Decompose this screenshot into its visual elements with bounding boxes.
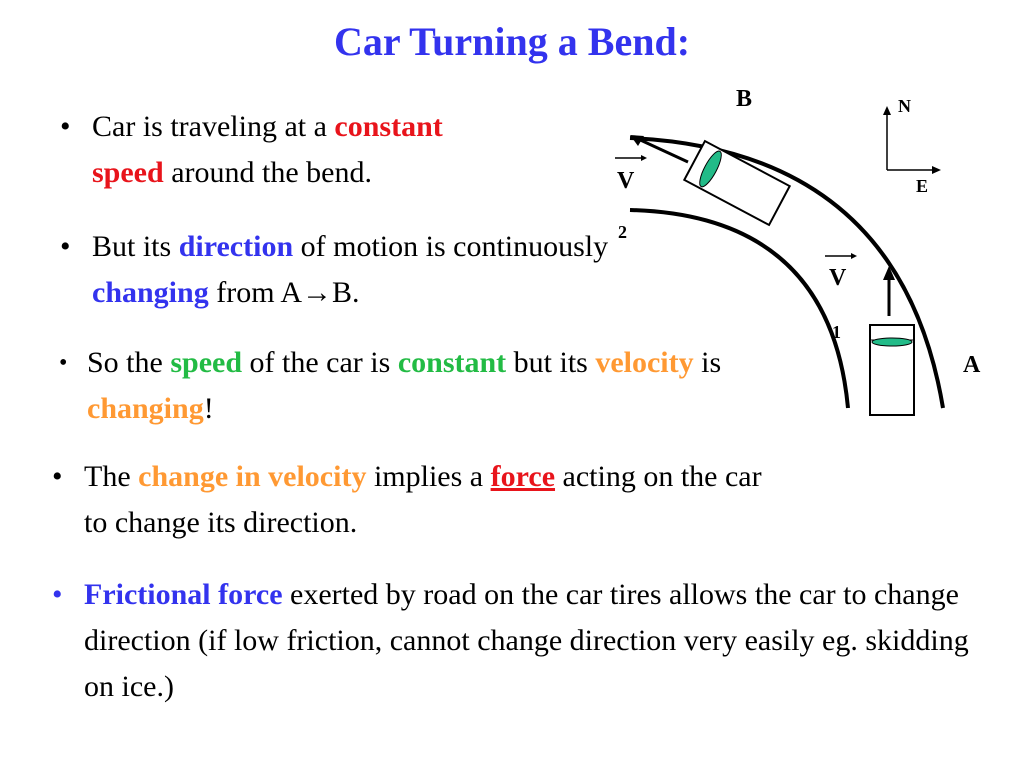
arrowhead [630, 135, 644, 146]
text: The [84, 460, 139, 493]
text: So the [87, 346, 171, 379]
highlight-constant: constant [397, 346, 507, 379]
text: implies a [366, 460, 491, 493]
v2-subscript: 2 [618, 222, 627, 242]
text: from A→B. [208, 276, 360, 309]
arrowhead [641, 155, 647, 161]
v2-label: V [617, 168, 635, 194]
bullet-constant-speed: • Car is traveling at a constant speed a… [60, 104, 612, 196]
car-windshield [699, 150, 722, 188]
text: of motion is continuously [293, 230, 609, 263]
highlight-speed: speed [170, 346, 243, 379]
text: is [693, 346, 722, 379]
compass-e-label: E [916, 176, 929, 196]
text: but its [506, 346, 596, 379]
point-a-label: A [963, 352, 981, 378]
text: But its [92, 230, 179, 263]
bullet-change-in-velocity: • The change in velocity implies a force… [52, 454, 784, 546]
bullet-dot: • [60, 110, 71, 143]
bullet-dot: • [60, 230, 71, 263]
bullet-frictional-force: • Frictional force exerted by road on th… [52, 572, 984, 710]
arrowhead [883, 106, 891, 115]
v1-label: V [829, 265, 847, 291]
car-at-b [682, 139, 792, 227]
text: exerted by road on the car tires allows … [84, 578, 969, 703]
car-windshield [871, 337, 913, 347]
car-at-a [869, 324, 915, 416]
compass-n-label: N [898, 96, 911, 116]
text: of the car is [242, 346, 398, 379]
arrowhead [851, 253, 857, 259]
highlight-direction: direction [178, 230, 294, 263]
bullet-speed-vs-velocity: • So the speed of the car is constant bu… [59, 340, 737, 432]
text: acting on the car to change its directio… [84, 460, 762, 539]
arrowhead [883, 266, 895, 280]
v1-subscript: 1 [832, 322, 841, 342]
road-outer-edge [629, 136, 945, 409]
text: Car is traveling at a [92, 110, 335, 143]
highlight-change-in-velocity: change in velocity [138, 460, 367, 493]
highlight-frictional-force: Frictional force [84, 578, 283, 611]
highlight-changing: changing [92, 276, 209, 309]
text: around the bend. [163, 156, 372, 189]
velocity-arrow-v2 [635, 136, 689, 164]
highlight-speed: speed [92, 156, 164, 189]
highlight-changing: changing [87, 392, 204, 425]
highlight-velocity: velocity [595, 346, 694, 379]
bullet-direction-changing: • But its direction of motion is continu… [60, 224, 692, 316]
highlight-constant: constant [334, 110, 443, 143]
bullet-dot: • [52, 578, 63, 611]
point-b-label: B [736, 86, 753, 112]
road-inner-edge [629, 208, 850, 409]
highlight-force: force [490, 460, 556, 493]
text: ! [203, 392, 214, 425]
bullet-dot: • [52, 460, 63, 493]
arrowhead [932, 166, 941, 174]
bullet-dot: • [59, 350, 68, 376]
slide-title: Car Turning a Bend: [333, 19, 691, 64]
